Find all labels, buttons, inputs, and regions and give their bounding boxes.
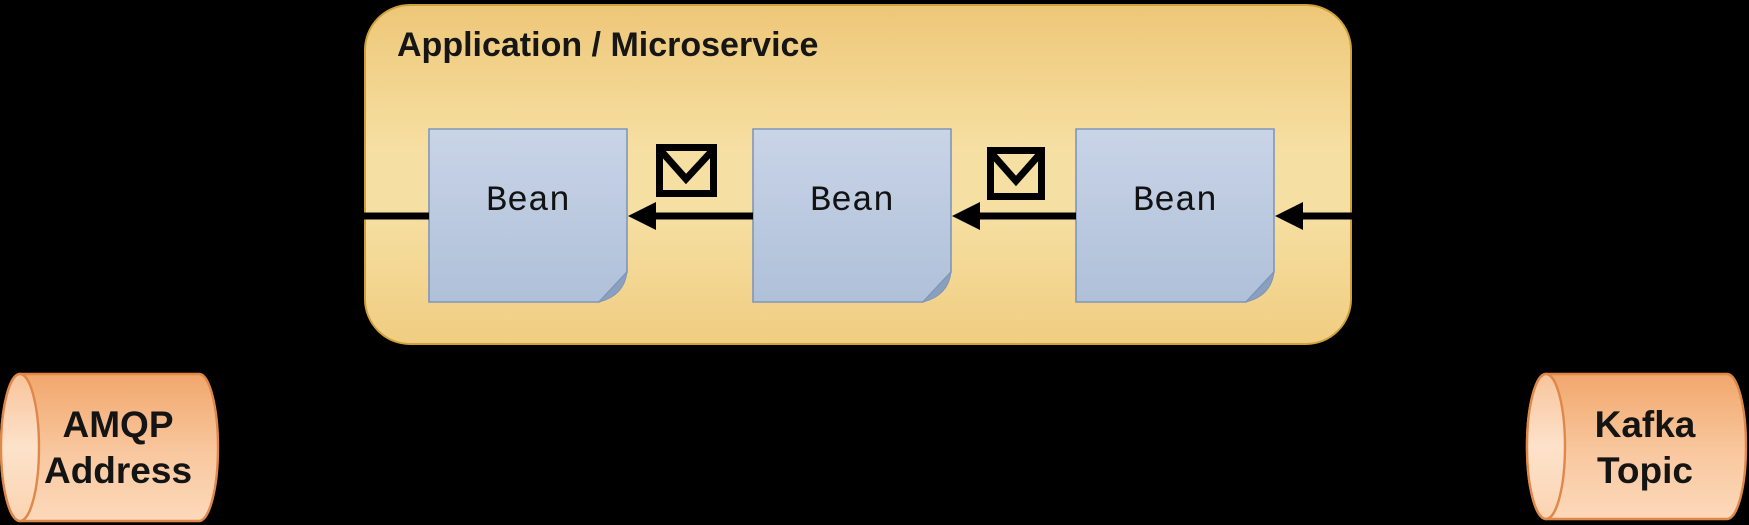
kafka-topic-label: Kafka Topic xyxy=(1594,404,1696,491)
envelope-icon xyxy=(987,147,1045,200)
folded-corner xyxy=(597,270,628,303)
folded-corner xyxy=(921,270,952,303)
bean-shape xyxy=(428,128,628,303)
message-flow-arrow-out-left xyxy=(300,202,429,230)
bean-label: Bean xyxy=(485,181,570,221)
bean-box-1: Bean xyxy=(428,128,628,303)
amqp-address-label: AMQP Address xyxy=(43,404,193,491)
bean-box-3: Bean xyxy=(1075,128,1275,303)
kafka-topic-cylinder xyxy=(1518,365,1749,525)
bean-shape xyxy=(752,128,952,303)
bean-shape xyxy=(1075,128,1275,303)
envelope-icon xyxy=(656,144,717,197)
message-flow-arrow-in-right xyxy=(1275,202,1430,230)
cylinder-shape xyxy=(1525,372,1748,521)
folded-corner xyxy=(1244,270,1275,303)
amqp-address-cylinder xyxy=(0,365,232,525)
cylinder-shape xyxy=(0,372,220,523)
message-flow-arrow-1 xyxy=(628,202,753,230)
bean-box-2: Bean xyxy=(752,128,952,303)
bean-label: Bean xyxy=(809,181,894,221)
message-flow-arrow-2 xyxy=(952,202,1076,230)
application-title: Application / Microservice xyxy=(397,26,819,64)
bean-label: Bean xyxy=(1132,181,1217,221)
